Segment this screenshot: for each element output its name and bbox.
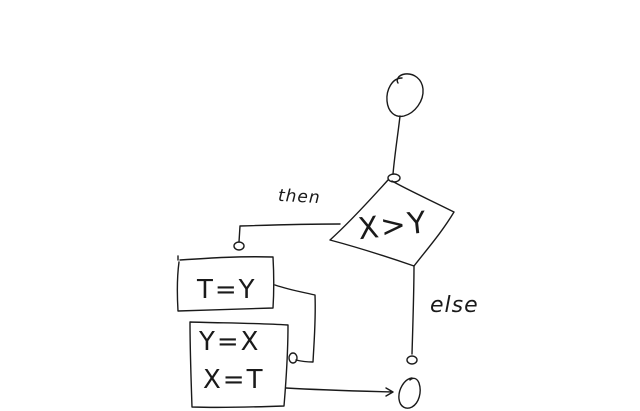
connector-dot-top [387,173,401,183]
connector-dot-then [233,241,245,251]
connector-then [238,223,341,243]
connector-dot-else [406,355,418,365]
condition-label: X>Y [356,205,429,247]
box2-text-line2: X=T [203,365,264,395]
box-t-equals-y [176,255,275,312]
connector-box2-end [285,387,394,397]
connector-box1-box2 [274,284,316,363]
box-swap [189,321,289,409]
else-label: else [430,293,479,318]
end-node [398,377,421,409]
connector-else [411,265,415,355]
box2-text-line1: Y=X [198,327,260,357]
connector-start-decision [392,115,401,175]
start-node [386,73,424,118]
connector-dot-mid [288,352,298,364]
then-label: then [277,186,321,208]
box1-text: T=Y [196,275,257,305]
